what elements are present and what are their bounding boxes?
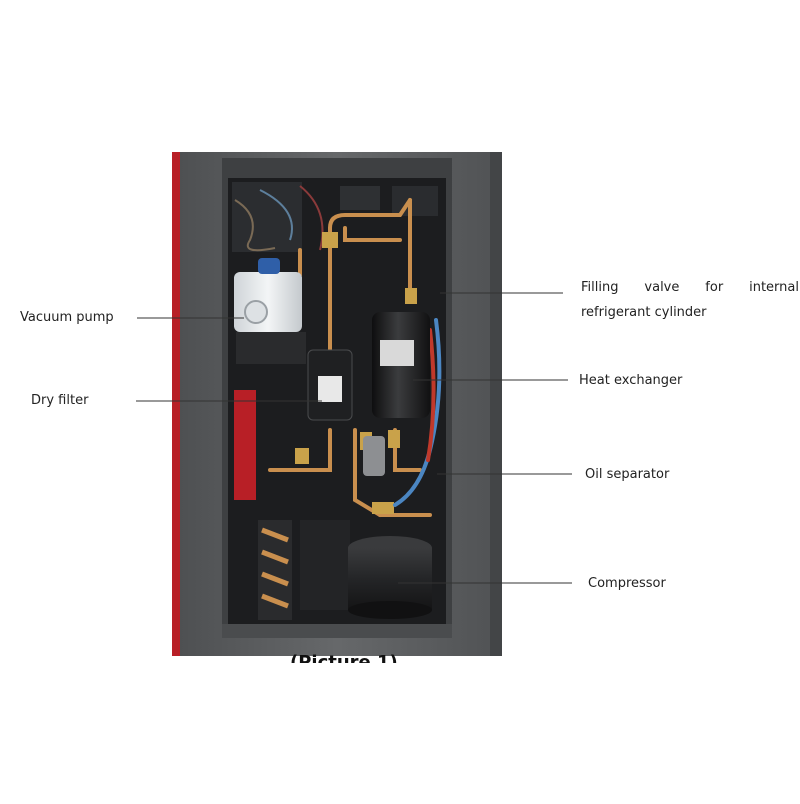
wire [299, 185, 324, 251]
label-oil-separator: Oil separator [585, 467, 670, 482]
vacuum-pump-body [234, 272, 302, 332]
leader-lines [136, 292, 572, 584]
compressor-body [348, 548, 432, 610]
wiring-area [232, 182, 438, 252]
label-filling-valve-word: internal [749, 280, 799, 295]
condenser-coil [258, 520, 292, 620]
label-filling-valve-word: Filling [581, 280, 619, 295]
wiring-block [232, 182, 302, 252]
wire [259, 189, 293, 241]
wire [234, 199, 276, 252]
vacuum-pump-cap [258, 258, 280, 274]
compressor-bottom [348, 601, 432, 619]
valve-block [392, 186, 438, 216]
valve-block [340, 186, 380, 210]
label-filling-valve: Filling valve for internal refrigerant cyli… [581, 275, 799, 325]
coil-loops [261, 527, 289, 609]
red-hose [426, 328, 436, 462]
brass-fitting [372, 502, 394, 514]
dry-filter-label [318, 376, 342, 402]
copper-pipe [328, 198, 412, 230]
vacuum-pump [234, 258, 306, 364]
label-vacuum-pump: Vacuum pump [20, 310, 114, 325]
label-heat-exchanger: Heat exchanger [579, 373, 683, 388]
cabinet-red-edge [172, 152, 180, 656]
label-filling-valve-word: for [705, 280, 724, 295]
label-dry-filter: Dry filter [31, 393, 89, 408]
brass-fitting [322, 232, 338, 248]
copper-pipe [268, 428, 332, 472]
dry-filter [307, 349, 353, 421]
heat-exchanger [372, 312, 430, 418]
label-filling-valve-line1: Filling valve for internal [581, 275, 799, 300]
vacuum-pump-base [236, 332, 306, 364]
label-filling-valve-line2: refrigerant cylinder [581, 305, 707, 320]
oil-separator [363, 436, 385, 476]
red-panel [234, 390, 256, 500]
copper-piping [268, 198, 432, 517]
hoses [393, 318, 442, 507]
brass-fitting [388, 430, 400, 448]
copper-pipe [353, 428, 382, 517]
figure-caption: (Picture 1) [290, 652, 398, 663]
copper-pipe [343, 226, 402, 242]
compressor-bracket [300, 520, 350, 610]
brass-fitting [295, 448, 309, 464]
compressor [300, 520, 432, 619]
cabinet-sill [222, 624, 452, 638]
heat-exchanger-label [380, 340, 414, 366]
brass-fitting [405, 288, 417, 304]
vacuum-pump-fan-cover [244, 300, 268, 324]
cabinet-right-edge [490, 152, 502, 656]
label-compressor: Compressor [588, 576, 666, 591]
label-filling-valve-word: valve [644, 280, 680, 295]
